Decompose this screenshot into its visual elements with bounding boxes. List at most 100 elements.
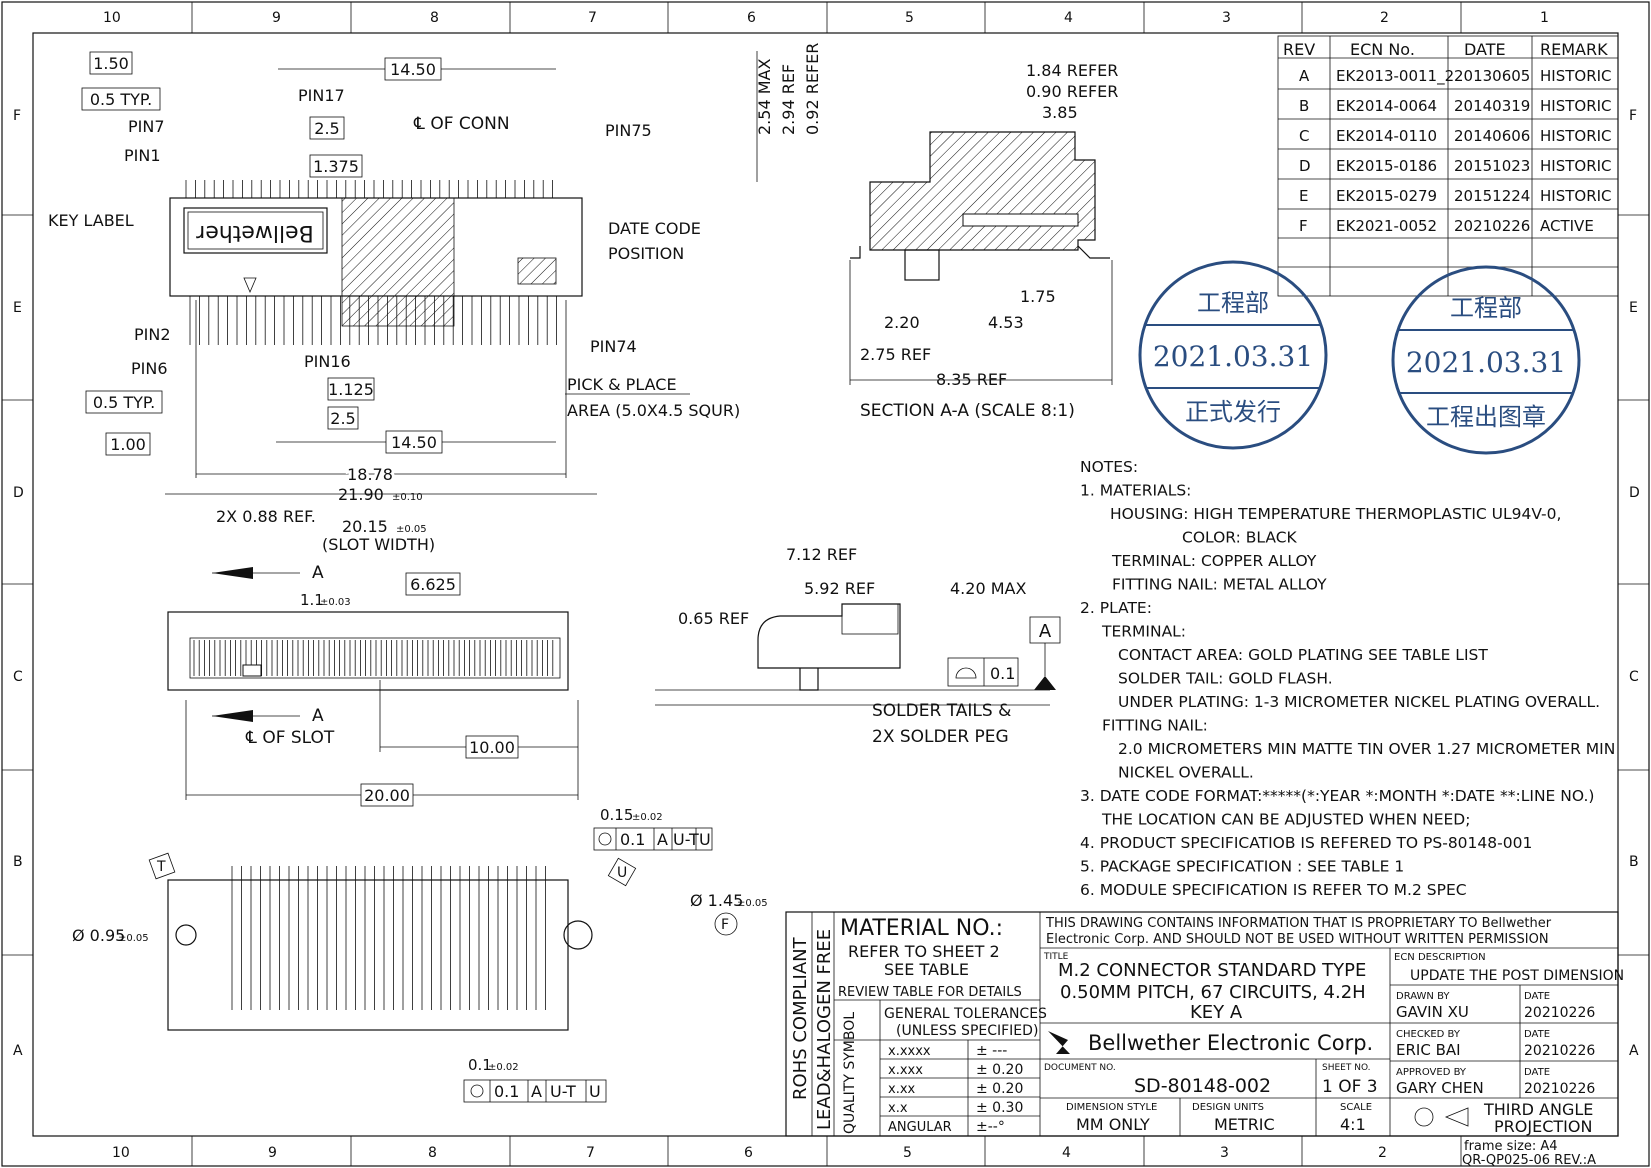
rev-cell: B <box>1299 97 1309 115</box>
label-key: KEY LABEL <box>48 211 134 230</box>
note-line: 3. DATE CODE FORMAT:*****(*:YEAR *:MONTH… <box>1080 787 1594 805</box>
stamp-date: 2021.03.31 <box>1153 340 1313 373</box>
datum-a: A <box>1039 621 1052 642</box>
dim-style-label: DIMENSION STYLE <box>1066 1102 1157 1113</box>
rev-cell: 20140606 <box>1454 127 1530 145</box>
title-line-3: KEY A <box>1190 1002 1243 1023</box>
col-label: 6 <box>744 1145 753 1161</box>
dim-21-90: 21.90 <box>338 485 384 504</box>
checked-by-label: CHECKED BY <box>1396 1029 1461 1040</box>
row-label: D <box>13 485 24 501</box>
dim-1-00: 1.00 <box>110 435 146 454</box>
fcf2-datum-3: U <box>589 1082 601 1101</box>
row-label: C <box>13 669 23 685</box>
pick-place-area <box>341 197 455 327</box>
row-label: C <box>1629 669 1639 685</box>
tol-format: x.x <box>888 1101 908 1116</box>
tol-format: ANGULAR <box>888 1120 952 1135</box>
dim-0-5-typ: 0.5 TYP. <box>90 90 152 109</box>
note-line: NICKEL OVERALL. <box>1118 764 1254 782</box>
col-label: 7 <box>586 1145 595 1161</box>
dim-2-5-bottom: 2.5 <box>330 409 355 428</box>
tolerance-rows: x.xxxx± ---x.xxx± 0.20x.xx± 0.20x.x± 0.3… <box>888 1043 1023 1135</box>
rev-cell: EK2015-0186 <box>1336 157 1437 175</box>
col-label: 8 <box>428 1145 437 1161</box>
row-label: A <box>1629 1043 1639 1059</box>
dim-1-50: 1.50 <box>93 54 129 73</box>
dia-1-45: Ø 1.45 <box>690 891 743 910</box>
lead-halogen-free: LEAD&HALOGEN FREE <box>814 929 835 1130</box>
sheet-no-label: SHEET NO. <box>1322 1063 1371 1073</box>
label-cl-conn: ℄ OF CONN <box>413 114 510 134</box>
drawn-by-label: DRAWN BY <box>1396 991 1450 1002</box>
note-line: CONTACT AREA: GOLD PLATING SEE TABLE LIS… <box>1118 646 1488 664</box>
row-label: B <box>1629 854 1639 870</box>
dim-7-12-ref: 7.12 REF <box>786 545 857 564</box>
col-label: 9 <box>272 10 281 26</box>
dim-2-54-max: 2.54 MAX <box>755 59 774 135</box>
dim-14-50: 14.50 <box>390 60 436 79</box>
fcf2-datum-2: U-T <box>550 1082 576 1101</box>
rev-cell: ACTIVE <box>1540 217 1594 235</box>
note-line: THE LOCATION CAN BE ADJUSTED WHEN NEED; <box>1101 811 1470 829</box>
tol-format: x.xxx <box>888 1063 923 1078</box>
rohs-compliant: ROHS COMPLIANT <box>790 936 811 1100</box>
fcf-tolerance: 0.1 <box>620 830 645 849</box>
label-pin16: PIN16 <box>304 352 351 371</box>
row-label: F <box>1629 108 1637 124</box>
fcf-datum-3: U <box>699 830 711 849</box>
note-line: TERMINAL: <box>1101 623 1186 641</box>
stamp-text: 工程出图章 <box>1426 403 1546 431</box>
rev-cell: HISTORIC <box>1540 97 1612 115</box>
col-label: 9 <box>268 1145 277 1161</box>
stamp-drawing: 工程部 2021.03.31 工程出图章 <box>1391 265 1581 455</box>
checked-date: 20210226 <box>1524 1043 1595 1059</box>
note-line: SOLDER TAIL: GOLD FLASH. <box>1118 670 1333 688</box>
dim-1-125: 1.125 <box>328 380 374 399</box>
rev-cell: 20151023 <box>1454 157 1530 175</box>
row-label: B <box>13 854 23 870</box>
label-pin17: PIN17 <box>298 86 345 105</box>
tol-21-90: ±0.10 <box>392 492 423 503</box>
flatness-value: 0.1 <box>990 664 1015 683</box>
section-view: 2.54 MAX 2.94 REF 0.92 REFER 1.84 REFER … <box>755 43 1118 421</box>
label-pin6: PIN6 <box>131 359 168 378</box>
dim-1-84-refer: 1.84 REFER <box>1026 61 1118 80</box>
dim-20-15: 20.15 <box>342 517 388 536</box>
label-pin75: PIN75 <box>605 121 652 140</box>
company-name: Bellwether Electronic Corp. <box>1088 1031 1373 1055</box>
dim-6-625: 6.625 <box>410 575 456 594</box>
note-line: 6. MODULE SPECIFICATION IS REFER TO M.2 … <box>1080 881 1467 899</box>
top-pins <box>185 180 557 345</box>
proprietary-line-2: Electronic Corp. AND SHOULD NOT BE USED … <box>1046 932 1549 947</box>
dim-1-1: 1.1 <box>300 591 324 609</box>
title-label: TITLE <box>1043 952 1069 962</box>
rev-cell: 20210226 <box>1454 217 1530 235</box>
label-solder-tails: SOLDER TAILS & <box>872 701 1011 721</box>
key-label-plate <box>183 207 328 254</box>
tol-0-15: ±0.02 <box>632 812 663 823</box>
dim-1-375: 1.375 <box>313 157 359 176</box>
section-housing <box>869 131 1096 251</box>
quality-symbol: QUALITY SYMBOL <box>842 1012 858 1134</box>
stamp-release: 工程部 2021.03.31 正式发行 <box>1138 260 1328 450</box>
flag-f: F <box>721 917 729 933</box>
ecn-desc-label: ECN DESCRIPTION <box>1394 952 1486 963</box>
dim-8-35-ref: 8.35 REF <box>936 370 1007 389</box>
tol-20-15: ±0.05 <box>396 524 427 535</box>
checked-date-label: DATE <box>1524 1029 1550 1040</box>
drawn-date: 20210226 <box>1524 1005 1595 1021</box>
third-angle: THIRD ANGLE <box>1483 1100 1593 1119</box>
row-label: F <box>13 108 21 124</box>
fcf-datum-1: A <box>657 830 668 849</box>
approved-by-label: APPROVED BY <box>1396 1067 1467 1078</box>
fcf-datum-2: U-T <box>673 830 699 849</box>
dim-0-90-refer: 0.90 REFER <box>1026 82 1118 101</box>
dim-0-88-ref: 2X 0.88 REF. <box>216 507 316 526</box>
dim-10-00: 10.00 <box>469 738 515 757</box>
row-labels: F F E E D D C C B B A A <box>13 108 1640 1059</box>
col-label: 10 <box>103 10 121 26</box>
rev-cell: HISTORIC <box>1540 127 1612 145</box>
note-line: NOTES: <box>1080 458 1138 476</box>
col-label: 7 <box>588 10 597 26</box>
